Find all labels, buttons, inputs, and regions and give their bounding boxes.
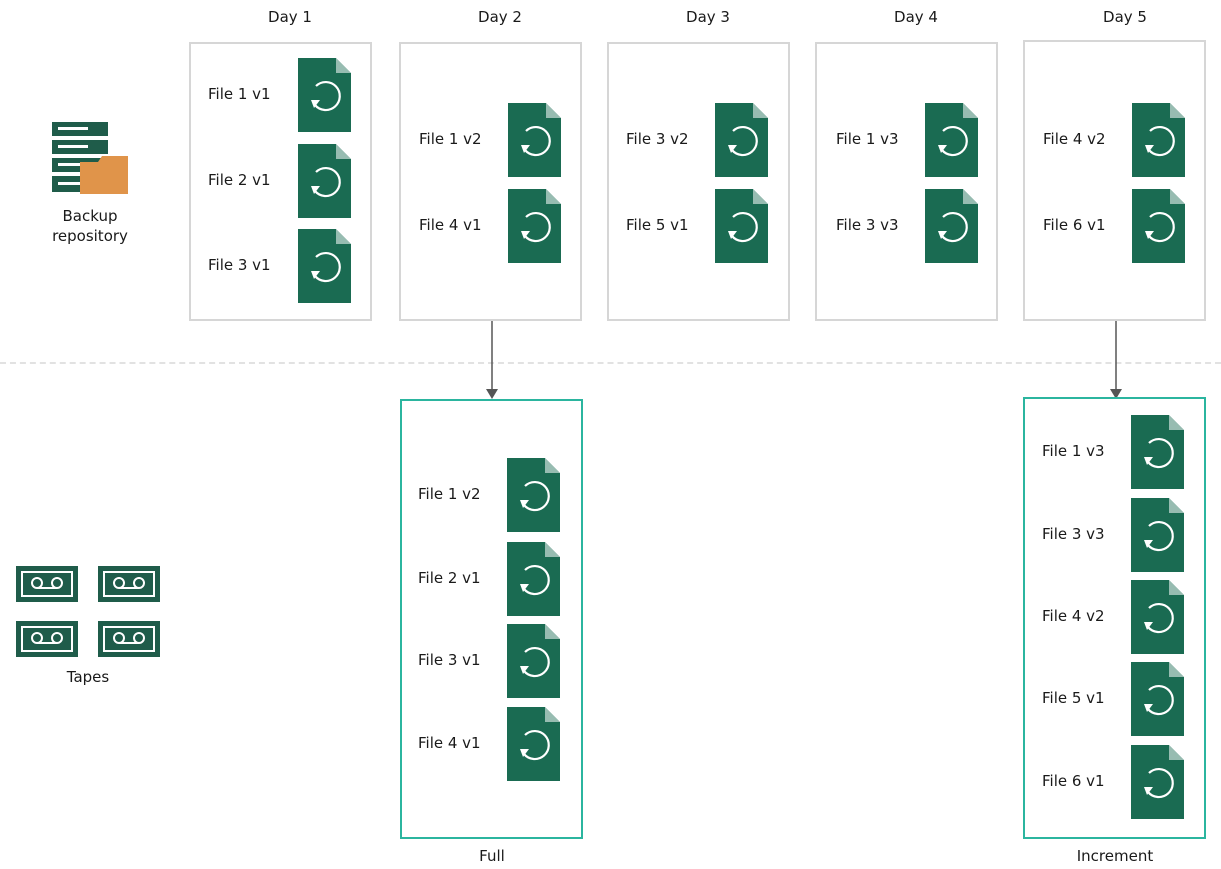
file-restore-icon <box>1131 415 1184 489</box>
day-label-4: Day 4 <box>894 8 938 26</box>
file-restore-icon <box>1132 103 1185 177</box>
file-restore-icon <box>507 458 560 532</box>
file-label: File 3 v3 <box>836 216 899 234</box>
file-label: File 1 v3 <box>836 130 899 148</box>
file-item: File 4 v1 <box>418 707 563 781</box>
file-label: File 5 v1 <box>1042 689 1105 707</box>
full-caption: Full <box>479 847 505 865</box>
day-label-2: Day 2 <box>478 8 522 26</box>
file-item: File 1 v1 <box>208 58 353 132</box>
file-restore-icon <box>298 144 351 218</box>
file-item: File 6 v1 <box>1042 745 1187 819</box>
file-restore-icon <box>925 103 978 177</box>
backup-repository-icon <box>50 122 130 196</box>
file-item: File 1 v2 <box>419 103 564 177</box>
file-label: File 2 v1 <box>208 171 271 189</box>
day-5-box <box>1023 40 1206 321</box>
file-label: File 3 v1 <box>418 651 481 669</box>
tape-cartridge-icon <box>98 621 160 657</box>
file-item: File 3 v1 <box>418 624 563 698</box>
file-item: File 1 v2 <box>418 458 563 532</box>
file-restore-icon <box>1131 745 1184 819</box>
file-item: File 5 v1 <box>1042 662 1187 736</box>
day-label-5: Day 5 <box>1103 8 1147 26</box>
file-restore-icon <box>508 103 561 177</box>
file-item: File 4 v1 <box>419 189 564 263</box>
file-label: File 1 v2 <box>419 130 482 148</box>
day-3-box <box>607 42 790 321</box>
file-item: File 4 v2 <box>1043 103 1188 177</box>
backup-repository-label: Backup repository <box>30 206 150 246</box>
file-item: File 2 v1 <box>208 144 353 218</box>
file-restore-icon <box>508 189 561 263</box>
file-label: File 1 v3 <box>1042 442 1105 460</box>
file-restore-icon <box>925 189 978 263</box>
file-label: File 1 v1 <box>208 85 271 103</box>
file-item: File 3 v3 <box>1042 498 1187 572</box>
file-restore-icon <box>507 707 560 781</box>
file-restore-icon <box>1131 662 1184 736</box>
file-item: File 1 v3 <box>1042 415 1187 489</box>
tape-cartridge-icon <box>16 566 78 602</box>
day-label-3: Day 3 <box>686 8 730 26</box>
file-label: File 6 v1 <box>1042 772 1105 790</box>
file-item: File 1 v3 <box>836 103 981 177</box>
day-4-box <box>815 42 998 321</box>
file-label: File 4 v1 <box>419 216 482 234</box>
file-label: File 4 v2 <box>1043 130 1106 148</box>
file-label: File 2 v1 <box>418 569 481 587</box>
file-label: File 3 v1 <box>208 256 271 274</box>
file-label: File 1 v2 <box>418 485 481 503</box>
file-restore-icon <box>507 624 560 698</box>
file-restore-icon <box>298 229 351 303</box>
file-item: File 3 v1 <box>208 229 353 303</box>
file-restore-icon <box>507 542 560 616</box>
arrow-down-icon <box>486 321 498 399</box>
file-item: File 5 v1 <box>626 189 771 263</box>
file-restore-icon <box>1131 580 1184 654</box>
backup-repository-label-line1: Backup <box>62 207 118 225</box>
file-label: File 6 v1 <box>1043 216 1106 234</box>
file-restore-icon <box>298 58 351 132</box>
file-label: File 3 v2 <box>626 130 689 148</box>
file-restore-icon <box>1131 498 1184 572</box>
file-item: File 3 v2 <box>626 103 771 177</box>
file-label: File 4 v1 <box>418 734 481 752</box>
tapes-label: Tapes <box>66 668 110 686</box>
arrow-down-icon <box>1110 321 1122 399</box>
file-item: File 6 v1 <box>1043 189 1188 263</box>
backup-repository-label-line2: repository <box>52 227 128 245</box>
file-item: File 3 v3 <box>836 189 981 263</box>
file-item: File 2 v1 <box>418 542 563 616</box>
file-label: File 5 v1 <box>626 216 689 234</box>
tape-cartridge-icon <box>98 566 160 602</box>
file-restore-icon <box>1132 189 1185 263</box>
increment-caption: Increment <box>1076 847 1154 865</box>
file-label: File 4 v2 <box>1042 607 1105 625</box>
file-restore-icon <box>715 103 768 177</box>
file-label: File 3 v3 <box>1042 525 1105 543</box>
file-restore-icon <box>715 189 768 263</box>
repository-tape-divider <box>0 362 1221 364</box>
tape-cartridge-icon <box>16 621 78 657</box>
file-item: File 4 v2 <box>1042 580 1187 654</box>
day-2-box <box>399 42 582 321</box>
day-label-1: Day 1 <box>268 8 312 26</box>
